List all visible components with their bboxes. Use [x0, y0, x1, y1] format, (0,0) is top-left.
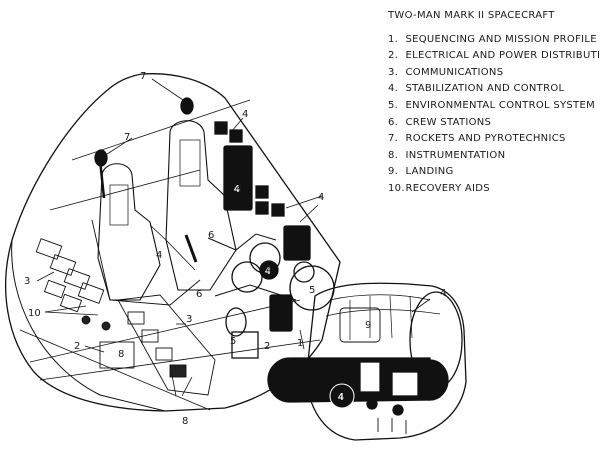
gyro-units — [225, 175, 335, 359]
left-console — [35, 238, 111, 331]
adapter-module-outline — [305, 282, 467, 441]
legend-item: 2. ELECTRICAL AND POWER DISTRIBUTION — [388, 50, 600, 62]
ejection-seat-left — [97, 163, 161, 301]
reentry-module: 4 4 — [5, 73, 341, 412]
callout-4: 4 — [242, 109, 248, 120]
svg-text:4: 4 — [265, 266, 271, 277]
heat-shield-edge — [11, 239, 166, 412]
adapter-module: 4 — [267, 282, 467, 441]
callout-6: 6 — [208, 230, 214, 241]
hull-seam — [39, 339, 321, 381]
callout-2: 2 — [264, 341, 270, 352]
callout-4: 4 — [156, 250, 162, 261]
legend-item: 4. STABILIZATION AND CONTROL — [388, 83, 565, 95]
callout-labels: 7 7 4 4 4 3 3 10 2 2 8 8 6 6 5 5 1 9 4 4… — [24, 71, 446, 427]
callout-7: 7 — [124, 132, 130, 143]
legend-item: 5. ENVIRONMENTAL CONTROL SYSTEM — [388, 99, 595, 111]
svg-text:4: 4 — [338, 392, 344, 403]
instrument-console — [99, 294, 216, 396]
callout-2: 2 — [74, 341, 80, 352]
hull-seam — [19, 329, 211, 411]
hull-seam — [29, 299, 301, 363]
callout-10: 10 — [28, 308, 41, 319]
callout-5: 5 — [230, 336, 236, 347]
legend-item: 1. SEQUENCING AND MISSION PROFILE — [388, 33, 597, 45]
callout-4: 4 — [440, 288, 446, 299]
callout-4: 4 — [236, 183, 242, 194]
legend-item: 9. LANDING — [388, 166, 454, 178]
legend-item: 10. RECOVERY AIDS — [388, 182, 490, 194]
callout-3: 3 — [186, 314, 192, 325]
reentry-module-outline — [5, 73, 341, 412]
legend-item: 3. COMMUNICATIONS — [388, 66, 504, 78]
callout-7: 7 — [140, 71, 146, 82]
callout-6: 6 — [196, 289, 202, 300]
callout-8: 8 — [182, 416, 188, 427]
callout-9: 9 — [365, 320, 371, 331]
diagram-title: TWO-MAN MARK II SPACECRAFT — [388, 10, 555, 21]
callout-3: 3 — [24, 276, 30, 287]
hull-seam — [49, 169, 201, 211]
legend-item: 6. CREW STATIONS — [388, 116, 492, 128]
legend: TWO-MAN MARK II SPACECRAFT 1. SEQUENCING… — [388, 8, 600, 198]
legend-item: 8. INSTRUMENTATION — [388, 149, 506, 161]
callout-5: 5 — [309, 285, 315, 296]
callout-4: 4 — [266, 265, 272, 276]
callout-4: 4 — [318, 192, 324, 203]
legend-item: 7. ROCKETS AND PYROTECHNICS — [388, 133, 566, 145]
callout-leaders — [36, 78, 431, 397]
callout-8: 8 — [118, 349, 124, 360]
parachute-package — [339, 307, 381, 343]
callout-1: 1 — [297, 338, 303, 349]
svg-text:4: 4 — [234, 184, 240, 195]
legend-list: 1. SEQUENCING AND MISSION PROFILE 2. ELE… — [388, 32, 600, 198]
ejection-seat-right — [165, 120, 237, 291]
